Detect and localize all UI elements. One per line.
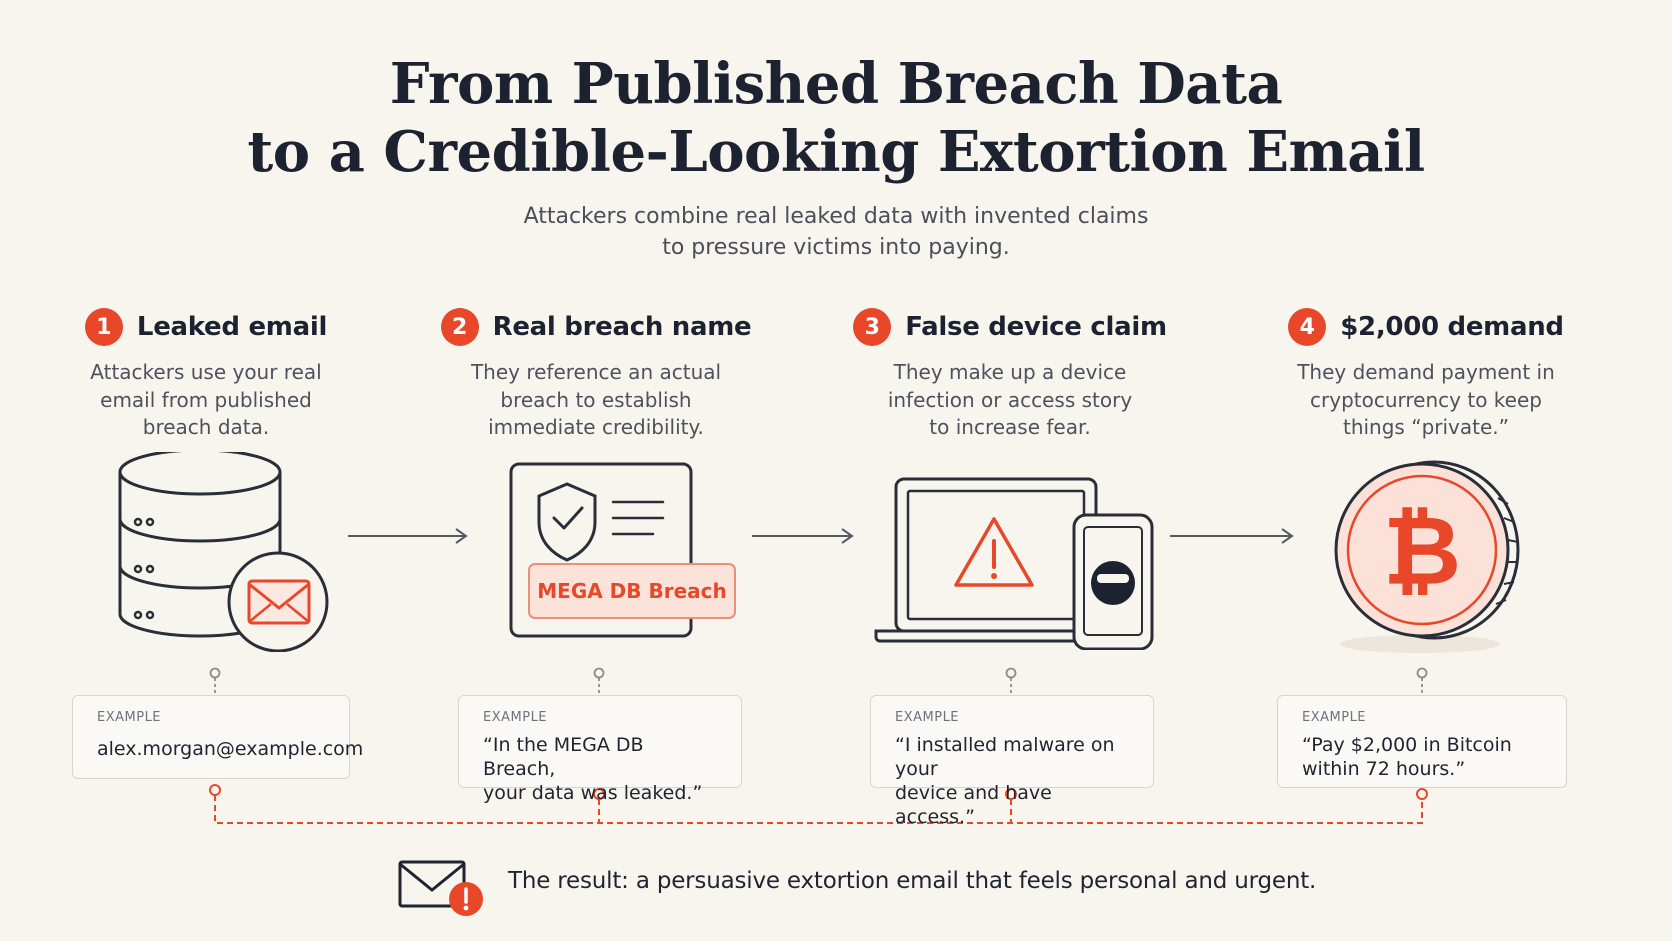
step-1-description: Attackers use your real email from publi… xyxy=(90,360,322,439)
page-title-line-2: to a Credible-Looking Extortion Email xyxy=(247,119,1425,185)
step-2: 2 Real breach name They reference an act… xyxy=(416,305,776,442)
step-3-example-label: EXAMPLE xyxy=(895,710,960,725)
bitcoin-coin-icon: ₿ xyxy=(1334,460,1520,653)
step-1-example-label: EXAMPLE xyxy=(97,710,162,725)
envelope-alert-icon xyxy=(398,860,483,916)
step-2-example-label: EXAMPLE xyxy=(483,710,548,725)
step-1-title: Leaked email xyxy=(136,312,328,342)
step-4: 4 $2,000 demand They demand payment in c… xyxy=(1246,305,1606,442)
arrow-step-2-to-3 xyxy=(752,528,854,544)
step-3-title: False device claim xyxy=(905,312,1167,342)
step-3: 3 False device claim They make up a devi… xyxy=(830,305,1190,442)
step-4-number-badge: 4 xyxy=(1288,308,1327,346)
step-4-example-box: EXAMPLE “Pay $2,000 in Bitcoin within 72… xyxy=(1277,695,1567,788)
step-3-description: They make up a device infection or acces… xyxy=(887,360,1133,439)
page-title-line-1: From Published Breach Data xyxy=(389,51,1283,117)
arrow-step-3-to-4 xyxy=(1170,528,1294,544)
arrow-step-1-to-2 xyxy=(348,528,468,544)
subtitle-line-2: to pressure victims into paying. xyxy=(662,235,1010,260)
step-3-example-box: EXAMPLE “I installed malware on your dev… xyxy=(870,695,1154,828)
step-3-number-badge: 3 xyxy=(853,308,892,346)
step-2-title: Real breach name xyxy=(492,312,752,342)
svg-text:₿: ₿ xyxy=(1383,495,1461,607)
step-2-number-badge: 2 xyxy=(440,308,479,346)
step-3-example-text: “I installed malware on your device and … xyxy=(895,734,1115,828)
step-1-example-text: alex.morgan@example.com xyxy=(97,738,364,760)
laptop-phone-warning-icon xyxy=(874,477,1154,650)
step-1-example-box: EXAMPLE alex.morgan@example.com xyxy=(72,695,364,779)
step-1-number-badge: 1 xyxy=(84,308,123,346)
step-1: 1 Leaked email Attackers use your real e… xyxy=(26,305,386,442)
step-2-example-text: “In the MEGA DB Breach, your data was le… xyxy=(483,734,703,804)
step-4-description: They demand payment in cryptocurrency to… xyxy=(1297,360,1555,439)
breach-tag-label: MEGA DB Breach xyxy=(537,579,727,603)
step-2-example-box: EXAMPLE “In the MEGA DB Breach, your dat… xyxy=(458,695,742,804)
subtitle-line-1: Attackers combine real leaked data with … xyxy=(523,204,1149,229)
shield-document-icon xyxy=(509,462,736,638)
step-2-description: They reference an actual breach to estab… xyxy=(470,360,722,439)
step-4-example-text: “Pay $2,000 in Bitcoin within 72 hours.” xyxy=(1302,734,1512,780)
step-4-example-label: EXAMPLE xyxy=(1302,710,1367,725)
step-4-title: $2,000 demand xyxy=(1340,312,1564,342)
database-envelope-icon xyxy=(118,452,329,652)
result-statement: The result: a persuasive extortion email… xyxy=(508,868,1317,894)
